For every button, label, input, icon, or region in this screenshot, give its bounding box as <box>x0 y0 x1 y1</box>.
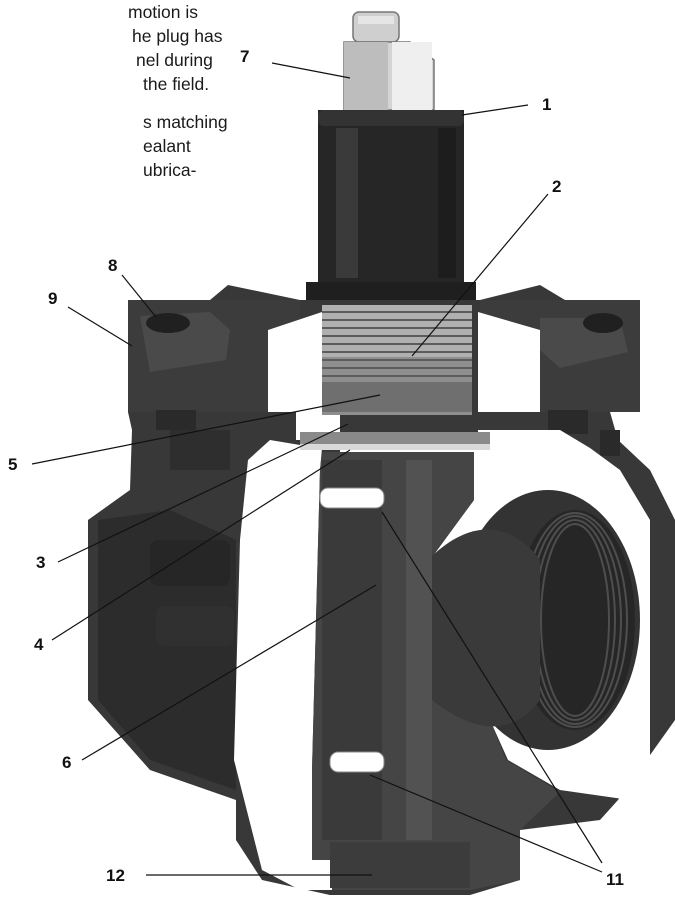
leader-line-6 <box>81 584 377 761</box>
callout-labels: 7 1 2 8 9 5 3 4 6 11 12 <box>8 47 624 889</box>
text-line: motion is <box>128 2 199 22</box>
callout-4: 4 <box>34 635 44 654</box>
callout-2: 2 <box>552 177 561 196</box>
callout-5: 5 <box>8 455 17 474</box>
grease-fitting <box>343 11 435 111</box>
leader-line-3 <box>57 423 349 563</box>
leader-lines <box>31 62 603 876</box>
callout-9: 9 <box>48 289 57 308</box>
leader-line-8 <box>121 274 157 318</box>
text-line: the field. <box>143 74 210 94</box>
leader-line-4 <box>51 449 351 641</box>
leader-line-2 <box>411 193 549 357</box>
leader-line-5 <box>31 394 381 465</box>
callout-1: 1 <box>542 95 551 114</box>
body-text-fragment: motion is he plug has nel during the fie… <box>0 0 240 182</box>
leader-line-1 <box>461 104 529 116</box>
threaded-port <box>432 490 640 750</box>
plug <box>312 452 560 890</box>
callout-7: 7 <box>240 47 249 66</box>
text-line: ubrica- <box>143 160 197 180</box>
callout-6: 6 <box>62 753 71 772</box>
callout-12: 12 <box>106 866 125 885</box>
leader-line-11a <box>381 511 603 864</box>
leader-line-7 <box>271 62 351 79</box>
leader-line-11b <box>369 774 603 873</box>
body-details <box>150 430 234 646</box>
text-line: ealant <box>143 136 191 156</box>
callout-8: 8 <box>108 256 117 275</box>
leader-line-9 <box>67 306 133 347</box>
text-line: he plug has <box>132 26 223 46</box>
threaded-gland <box>300 305 490 450</box>
stem-cylinder <box>306 110 476 304</box>
text-line: s matching <box>143 112 228 132</box>
text-line: nel during <box>136 50 213 70</box>
callout-11: 11 <box>606 870 624 889</box>
callout-3: 3 <box>36 553 45 572</box>
